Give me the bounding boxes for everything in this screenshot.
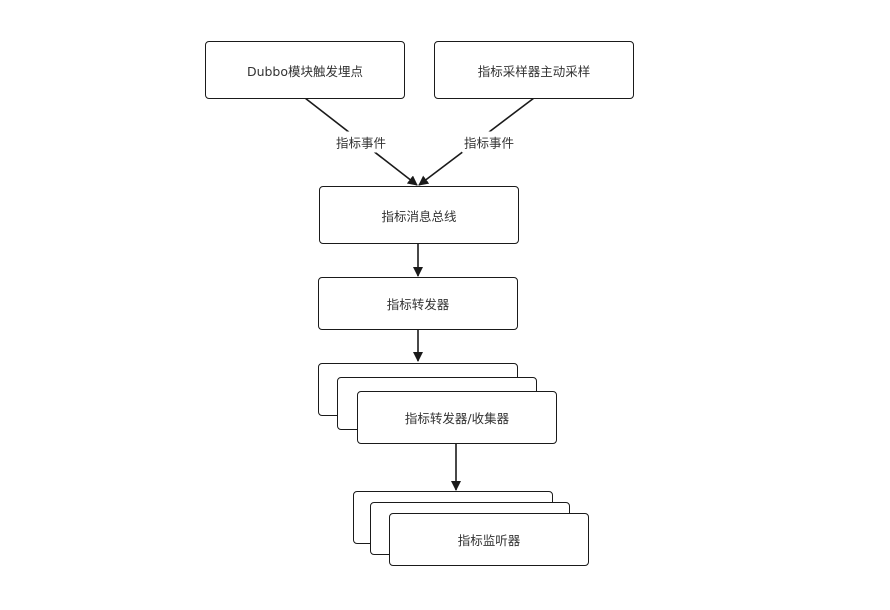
node-sampler-active: 指标采样器主动采样 [434, 41, 634, 99]
edge-label-left: 指标事件 [333, 131, 389, 153]
node-dubbo-trigger: Dubbo模块触发埋点 [205, 41, 405, 99]
node-dubbo-trigger-label: Dubbo模块触发埋点 [246, 63, 364, 79]
node-metrics-listener-label: 指标监听器 [457, 533, 521, 548]
node-sampler-active-label: 指标采样器主动采样 [477, 63, 591, 79]
node-forwarder-collector: 指标转发器/收集器 [357, 391, 557, 444]
node-forwarder-collector-label: 指标转发器/收集器 [404, 411, 510, 426]
node-metrics-forwarder: 指标转发器 [318, 277, 518, 330]
node-metrics-bus-label: 指标消息总线 [381, 208, 457, 224]
edge-label-right: 指标事件 [461, 131, 517, 153]
node-metrics-listener: 指标监听器 [389, 513, 589, 566]
node-metrics-bus: 指标消息总线 [319, 186, 519, 244]
node-metrics-forwarder-label: 指标转发器 [386, 297, 450, 312]
